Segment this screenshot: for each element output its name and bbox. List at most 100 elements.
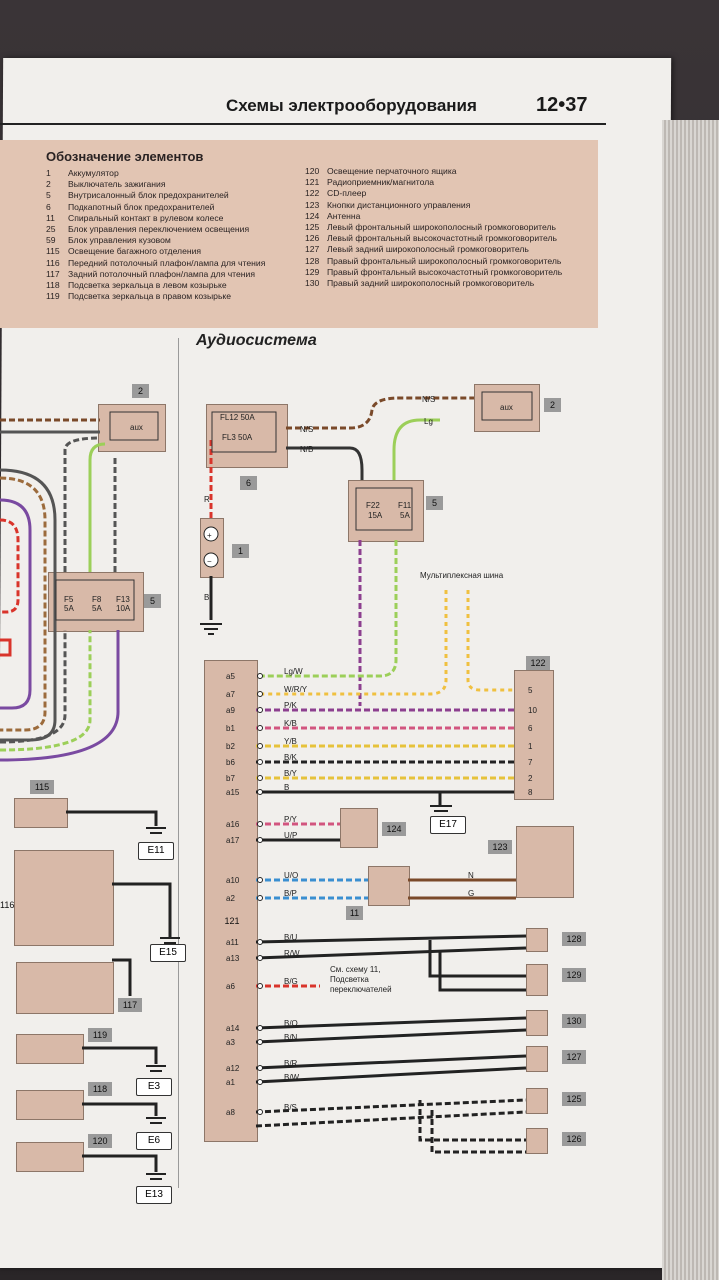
radio-pin-label: a12 [226,1064,240,1073]
radio-pin-connector [257,1065,263,1071]
ground-e3: E3 [136,1078,172,1096]
radio-wire-label: B/W [284,1073,300,1082]
legend-item-text: Кнопки дистанционного управления [327,199,471,210]
tag-2-left: 2 [132,384,149,398]
radio-wire-label: B [284,783,289,792]
cd-pin-label: 2 [528,774,533,783]
legend-item-number: 124 [305,210,320,221]
fusebox-interior-right [348,480,424,542]
wire-label-n: N [468,871,474,880]
ground-e15: E15 [150,944,186,962]
tag-124: 124 [382,822,406,836]
remote-buttons [516,826,574,898]
tag-118: 118 [88,1082,112,1096]
legend-item-number: 115 [46,246,60,257]
ground-e11: E11 [138,842,174,860]
page-number: 12•37 [536,94,588,116]
radio-wire-label: B/K [284,753,298,762]
legend-item-text: Аккумулятор [68,168,119,178]
tag-126: 126 [562,1132,586,1146]
speaker-127 [526,1046,548,1072]
legend-item-number: 59 [46,235,56,246]
radio-pin-label: b6 [226,758,235,767]
legend-item-number: 121 [305,177,320,188]
section-title: Аудиосистема [196,332,317,349]
radio-pin-connector [257,725,263,731]
legend-item-text: CD-плеер [327,188,367,199]
wire-label-ns-2: N/S [300,425,313,434]
radio-wire-label: B/Y [284,769,298,778]
legend-item-number: 25 [46,224,56,234]
legend-item-text: Задний потолочный плафон/лампа для чтени… [68,268,256,279]
legend-item-text: Спиральный контакт в рулевом колесе [68,212,224,223]
cd-pin-label: 5 [528,686,533,695]
radio-pin-connector [257,1109,263,1115]
legend-item-text: Правый фронтальный широкополосный громко… [327,255,562,266]
column-divider [178,338,179,1188]
tag-116: 116 [0,900,15,910]
radio-pin-label: a11 [226,938,239,947]
speaker-125 [526,1088,548,1114]
radio-pin-connector [257,939,263,945]
legend-item-number: 118 [46,280,60,290]
radio-pin-connector [257,707,263,713]
radio-pin-connector [257,1079,263,1085]
radio-pin-connector [257,775,263,781]
legend-item: 59 Блок управления кузовом [46,235,171,246]
legend-item-text: Правый фронтальный высокочастотный громк… [327,266,563,277]
tag-117: 117 [118,998,142,1012]
radio-pin-connector [257,983,263,989]
radio-pin-label: a14 [226,1024,240,1033]
legend-item-number: 5 [46,190,51,201]
legend-item-number: 1 [46,168,51,178]
tag-115: 115 [30,780,54,794]
front-dome-light [14,850,114,946]
wire-label-r: R [204,495,210,504]
legend-item-text: Подсветка зеркальца в левом козырьке [68,280,227,290]
fuse-f8-rating: 5A [92,604,102,613]
radio-pin-connector [257,759,263,765]
ground-e17: E17 [430,816,466,834]
fuse-f11-rating: 5A [400,511,410,520]
radio-wire-label: Lg/W [284,667,303,676]
spiral-contact [368,866,410,906]
page-edges [662,120,719,1280]
cd-pin-label: 6 [528,724,533,733]
fuse-f22-label: F22 [366,501,380,510]
cd-pin-label: 7 [528,758,533,767]
fusebox-interior-left [48,572,144,632]
wire-label-nb: N/B [300,445,313,454]
legend-item-number: 117 [46,268,60,279]
legend-item-text: Блок управления переключением освещения [68,224,250,234]
radio-pin-label: b1 [226,724,235,733]
fuse-fl3-label: FL3 50A [222,433,253,442]
note-line-1: См. схему 11, [330,965,380,974]
fuse-f13-rating: 10A [116,604,131,613]
mirror-light-right [16,1034,84,1064]
radio-pin-label: a16 [226,820,240,829]
radio-pin-connector [257,1025,263,1031]
radio-wire-label: R/W [284,949,300,958]
radio-wire-label: B/S [284,1103,297,1112]
speaker-128 [526,928,548,952]
radio-wire-label: B/P [284,889,297,898]
legend-item-text: Подсветка зеркальца в правом козырьке [68,291,232,302]
cd-pin-label: 1 [528,742,533,751]
wire-label-lg: Lg [424,417,433,426]
legend-item-number: 6 [46,201,51,212]
legend-item-text: Блок управления кузовом [68,235,171,246]
legend-item-text: Передний потолочный плафон/лампа для чте… [68,257,266,268]
legend-item-text: Радиоприемник/магнитола [327,177,435,188]
legend-item-text: Антенна [327,210,361,221]
fuse-f5-label: F5 [64,595,74,604]
cd-pin-label: 10 [528,706,537,715]
radio-pin-label: a3 [226,1038,235,1047]
wire-label-ns: N/S [422,395,435,404]
